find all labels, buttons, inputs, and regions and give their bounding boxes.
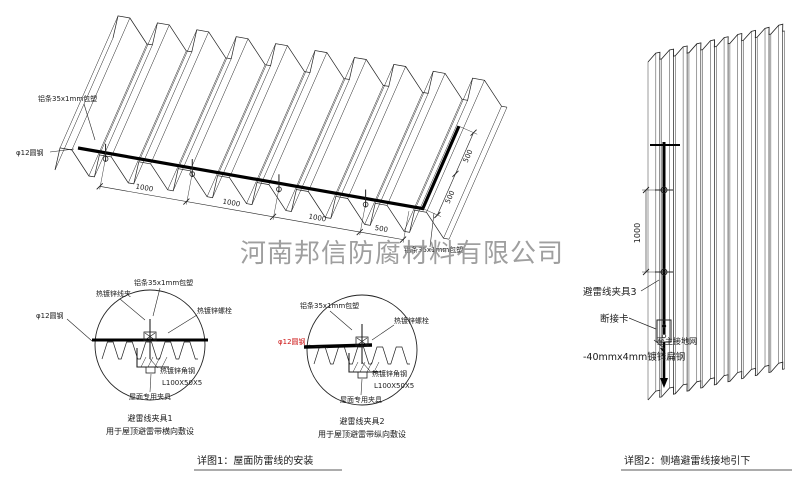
clamp-detail-2-drawing (303, 294, 418, 406)
label-round-steel-clamp2: φ12圆钢 (278, 337, 306, 346)
label-bolt-2: 热镀锌螺栓 (394, 316, 429, 325)
label-angle-steel-1: 热镀锌角钢 (160, 366, 195, 375)
caption-detail-1: 详图1：屋面防雷线的安装 (197, 454, 313, 467)
label-round-steel-roof: φ12圆钢 (16, 148, 44, 157)
clamp2-subtitle: 用于屋顶避雷带纵向敷设 (318, 429, 406, 439)
label-round-steel-clamp1: φ12圆钢 (36, 311, 64, 320)
dim-1000-3: 1000 (308, 213, 327, 224)
label-strip-clamp2: 铝条35x1mm包塑 (300, 301, 359, 310)
leader-lines (49, 103, 435, 396)
label-aluminum-strip-right: 铝条35x1mm包塑 (404, 245, 463, 254)
label-clamp3: 避雷线夹具3 (583, 286, 637, 298)
label-flat-steel: -40mmx4mm镀锌扁钢 (583, 351, 685, 363)
roof-dimension-lines (96, 125, 478, 243)
dim-500-1: 500 (374, 224, 389, 234)
label-bolt-1: 热镀锌螺栓 (197, 306, 232, 315)
dim-side-500-2: 500 (462, 148, 475, 163)
roof-isometric-drawing (54, 15, 508, 240)
label-angle-spec-2: L100X50X5 (374, 382, 414, 390)
dim-1000-2: 1000 (222, 198, 241, 209)
clamp2-title: 避雷线夹具2 (339, 416, 384, 426)
dim-wall-1000: 1000 (633, 223, 642, 243)
caption-detail-2: 详图2：侧墙避雷线接地引下 (624, 454, 750, 467)
label-strip-clamp1: 铝条35x1mm包塑 (134, 278, 193, 287)
label-angle-steel-2: 热镀锌角钢 (372, 369, 407, 378)
label-aluminum-strip-top: 铝条35x1mm包塑 (38, 94, 97, 103)
clamp1-subtitle: 用于屋顶避雷带横向敷设 (106, 426, 194, 436)
wall-downlead-drawing (628, 23, 785, 401)
label-roof-fixture-2: 屋面专用夹具 (340, 395, 382, 404)
dim-side-500-1: 500 (444, 189, 457, 204)
clamp1-title: 避雷线夹具1 (127, 413, 172, 423)
label-disconnect-link: 断接卡 (600, 313, 629, 325)
dim-1000-1: 1000 (135, 183, 154, 194)
label-to-main-ground: 至主接地网 (657, 336, 697, 346)
label-angle-spec-1: L100X50X5 (162, 379, 202, 387)
clamp-detail-1-drawing (92, 289, 208, 401)
label-clip-1: 热镀锌线夹 (96, 289, 131, 298)
company-watermark: 河南邦信防腐材料有限公司 (240, 239, 564, 269)
label-roof-fixture-1: 屋面专用夹具 (129, 392, 171, 401)
